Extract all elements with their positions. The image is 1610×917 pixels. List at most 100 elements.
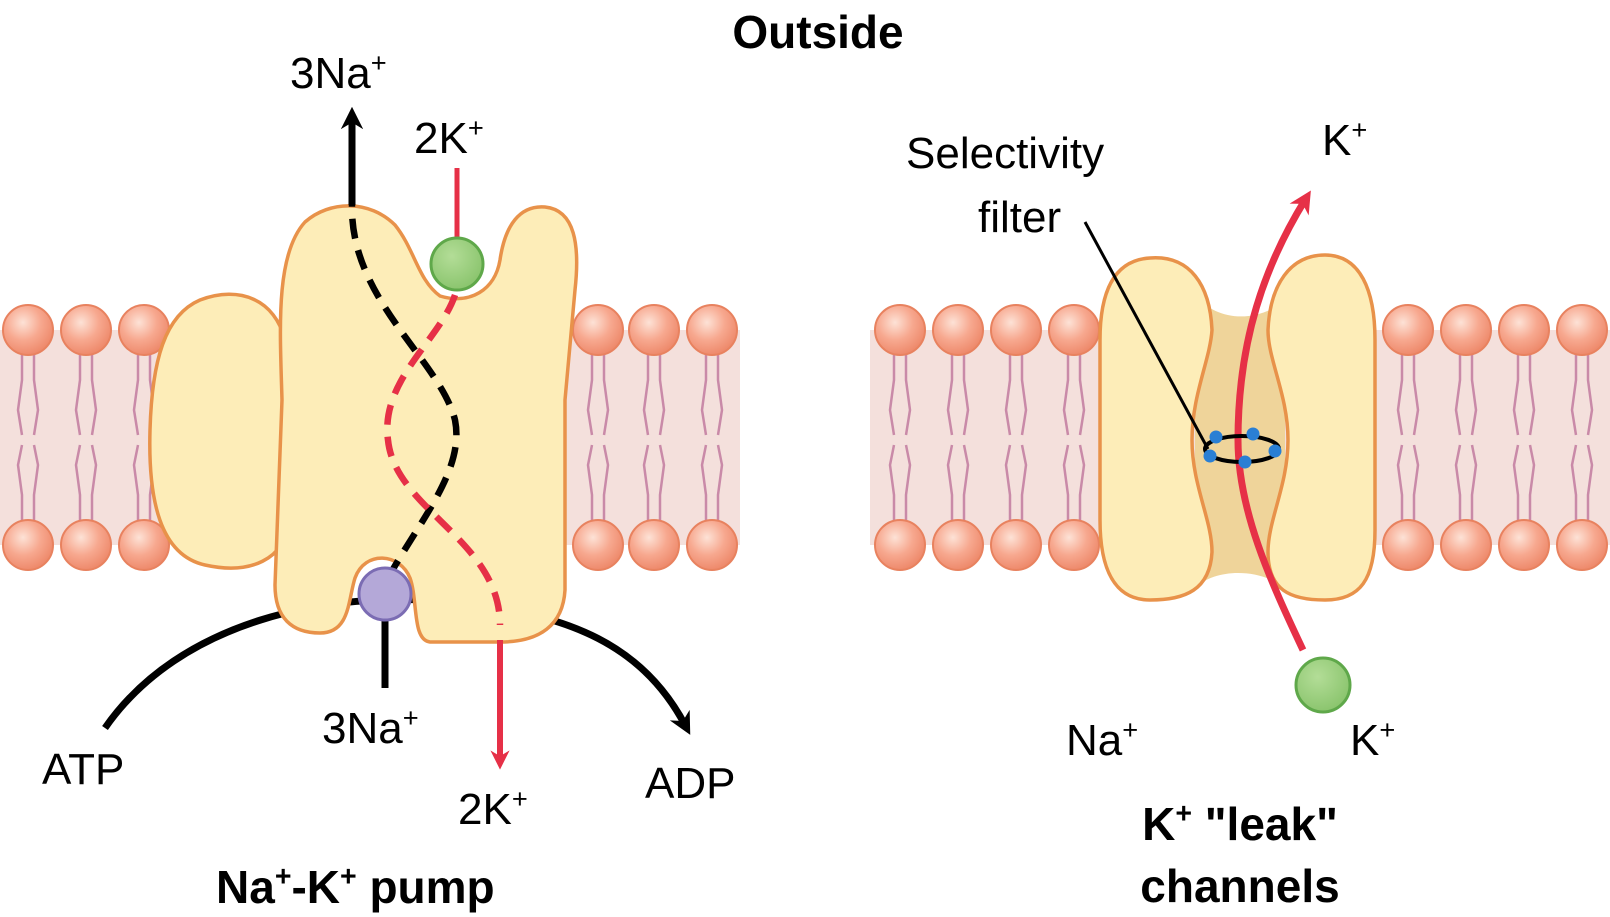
lipid-head	[1048, 304, 1100, 356]
pump-beta-subunit	[148, 292, 292, 570]
lipid-tail	[586, 348, 594, 436]
lipid-head	[60, 304, 112, 356]
lipid-tail	[1454, 444, 1462, 527]
lipid-tail	[1586, 444, 1594, 527]
lipid-tail	[904, 348, 912, 436]
channel-subunit-left	[1098, 256, 1214, 602]
lipid-bilayer-right	[874, 304, 1608, 571]
channel-subunit-right	[1266, 253, 1377, 602]
pump-caption: Na+-K+ pump	[216, 861, 495, 913]
lipid-tail	[1570, 444, 1578, 527]
lipid-tail	[1396, 348, 1404, 436]
lipid-head	[932, 519, 984, 571]
lipid-tail	[1004, 444, 1012, 527]
lipid-tail	[1512, 444, 1520, 527]
lipid-head	[1382, 519, 1434, 571]
lipid-tail	[32, 348, 40, 436]
na-k-pump	[102, 106, 691, 770]
lipid-head	[1440, 519, 1492, 571]
k-leak-channel	[1083, 190, 1377, 714]
lipid-head	[932, 304, 984, 356]
atp-binding-site	[357, 566, 413, 622]
lipid-head	[874, 304, 926, 356]
lipid-tail	[700, 348, 708, 436]
pump-bottom-k-label: 2K+	[458, 783, 528, 834]
lipid-head	[1498, 304, 1550, 356]
lipid-tail	[1062, 348, 1070, 436]
selectivity-filter-dots	[1203, 427, 1282, 469]
potassium-ion-inside	[1294, 656, 1352, 714]
channel-caption-line1: K+ "leak"	[1142, 798, 1338, 850]
lipid-head	[686, 519, 738, 571]
lipid-tail	[888, 444, 896, 527]
lipid-tail	[1062, 444, 1070, 527]
lipid-head	[874, 519, 926, 571]
outside-label: Outside	[732, 6, 903, 58]
lipid-tail	[1078, 348, 1086, 436]
lipid-tail	[1396, 444, 1404, 527]
lipid-head	[990, 304, 1042, 356]
lipid-tail	[1020, 444, 1028, 527]
lipid-tail	[1470, 348, 1478, 436]
lipid-tail	[32, 444, 40, 527]
lipid-head	[2, 519, 54, 571]
lipid-head	[60, 519, 112, 571]
lipid-head	[118, 519, 170, 571]
lipid-tail	[716, 444, 724, 527]
selectivity-filter-leader	[1083, 221, 1210, 450]
lipid-tail	[16, 348, 24, 436]
potassium-ion	[429, 236, 485, 292]
lipid-head	[1440, 304, 1492, 356]
lipid-head	[990, 519, 1042, 571]
channel-caption-line2: channels	[1140, 860, 1339, 912]
lipid-tail	[1412, 444, 1420, 527]
lipid-head	[1556, 304, 1608, 356]
lipid-tail	[1470, 444, 1478, 527]
lipid-tail	[658, 348, 666, 436]
lipid-tail	[888, 348, 896, 436]
lipid-head	[2, 304, 54, 356]
selectivity-filter-label-line2: filter	[978, 193, 1061, 242]
lipid-tail	[602, 348, 610, 436]
lipid-tail	[962, 348, 970, 436]
pump-alpha-subunit	[273, 204, 579, 644]
pump-top-k-label: 2K+	[414, 112, 484, 163]
sodium-path-dashed	[348, 204, 460, 580]
lipid-head	[686, 304, 738, 356]
lipid-head	[1382, 304, 1434, 356]
lipid-tail	[1528, 348, 1536, 436]
lipid-tail	[658, 444, 666, 527]
lipid-head	[628, 519, 680, 571]
potassium-path-dashed	[384, 293, 504, 626]
lipid-head	[1048, 519, 1100, 571]
lipid-tail	[1004, 348, 1012, 436]
lipid-tail	[1078, 444, 1086, 527]
lipid-tail	[946, 348, 954, 436]
channel-k-in-label: K+	[1350, 714, 1395, 765]
lipid-tail	[716, 348, 724, 436]
channel-k-out-label: K+	[1322, 114, 1367, 165]
channel-na-in-label: Na+	[1066, 714, 1138, 765]
selectivity-filter-label-line1: Selectivity	[906, 129, 1104, 178]
lipid-tail	[16, 444, 24, 527]
pump-top-na-label: 3Na+	[290, 47, 387, 98]
lipid-tail	[642, 444, 650, 527]
lipid-tail	[132, 348, 140, 436]
adp-label: ADP	[645, 759, 735, 808]
lipid-tail	[1512, 348, 1520, 436]
lipid-tail	[602, 444, 610, 527]
lipid-tail	[1528, 444, 1536, 527]
lipid-tail	[90, 348, 98, 436]
lipid-head	[628, 304, 680, 356]
lipid-head	[1498, 519, 1550, 571]
lipid-tail	[132, 444, 140, 527]
pump-bottom-na-label: 3Na+	[322, 702, 419, 753]
lipid-tail	[1570, 348, 1578, 436]
lipid-tail	[946, 444, 954, 527]
lipid-tail	[700, 444, 708, 527]
lipid-tail	[962, 444, 970, 527]
lipid-head	[572, 304, 624, 356]
lipid-tail	[1586, 348, 1594, 436]
lipid-head	[572, 519, 624, 571]
